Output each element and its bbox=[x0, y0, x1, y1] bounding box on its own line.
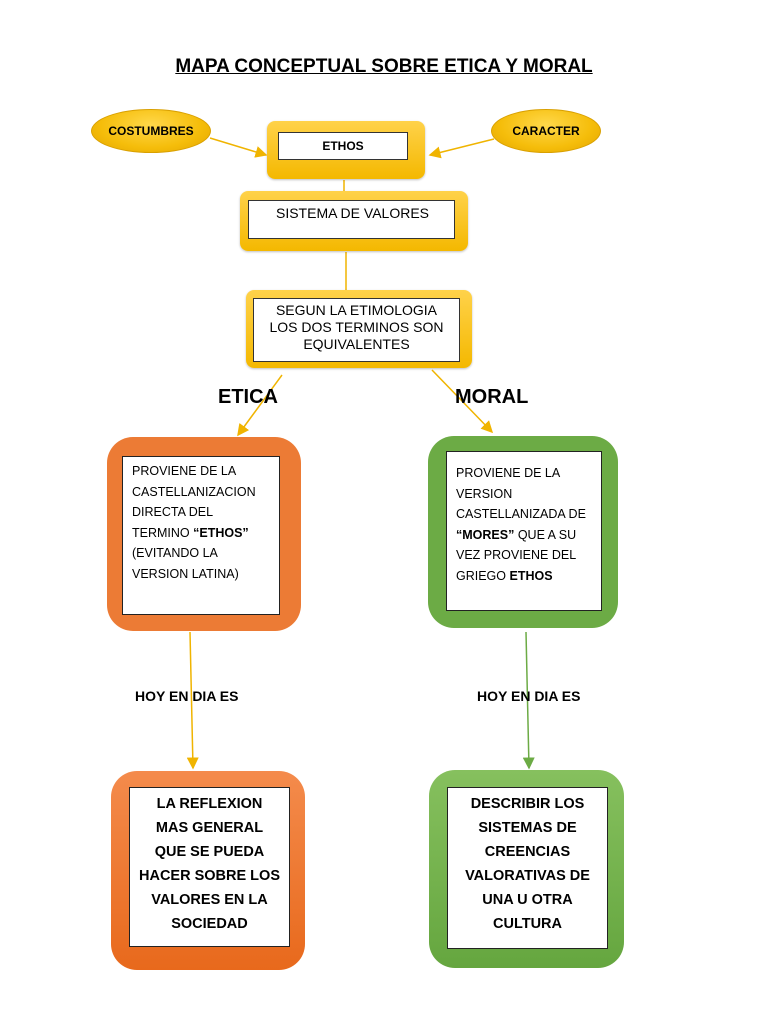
moral-line-3: CASTELLANIZADA DE bbox=[456, 507, 586, 521]
etimologia-line-1: SEGUN LA ETIMOLOGIA bbox=[275, 302, 438, 318]
etica-result-line-5: VALORES EN LA bbox=[151, 892, 268, 908]
moral-line-5: VEZ PROVIENE DEL bbox=[456, 548, 577, 562]
moral-result-line-4: VALORATIVAS DE bbox=[465, 868, 590, 884]
arrow-etica-result bbox=[186, 631, 199, 770]
ethos-inner: ETHOS bbox=[278, 132, 408, 160]
etica-line-1: PROVIENE DE LA bbox=[132, 464, 237, 478]
moral-result-line-5: UNA U OTRA bbox=[482, 892, 573, 908]
etica-box: PROVIENE DE LA CASTELLANIZACION DIRECTA … bbox=[107, 437, 301, 631]
moral-result-box: DESCRIBIR LOS SISTEMAS DE CREENCIAS VALO… bbox=[429, 770, 624, 968]
moral-result-line-3: CREENCIAS bbox=[484, 844, 571, 860]
etica-line-3: DIRECTA DEL bbox=[132, 505, 214, 519]
sistema-box: SISTEMA DE VALORES bbox=[240, 191, 468, 251]
moral-line-2: VERSION bbox=[456, 486, 513, 501]
moral-line-4: “MORES” QUE A SU bbox=[456, 527, 577, 542]
etica-result-text: LA REFLEXION MAS GENERAL QUE SE PUEDA HA… bbox=[129, 787, 290, 947]
etimologia-line-2: LOS DOS TERMINOS SON bbox=[269, 319, 444, 335]
etimologia-inner: SEGUN LA ETIMOLOGIA LOS DOS TERMINOS SON… bbox=[253, 298, 460, 362]
moral-label: MORAL bbox=[455, 386, 529, 408]
etica-line-5: (EVITANDO LA bbox=[132, 546, 218, 560]
etica-text: PROVIENE DE LA CASTELLANIZACION DIRECTA … bbox=[122, 456, 280, 615]
etica-result-line-3: QUE SE PUEDA bbox=[154, 844, 265, 860]
arrow-etimologia-etica bbox=[237, 374, 283, 437]
moral-line-6: GRIEGO ETHOS bbox=[456, 568, 553, 583]
moral-result-line-2: SISTEMAS DE bbox=[478, 820, 577, 836]
costumbres-oval: COSTUMBRES bbox=[91, 109, 211, 153]
etimologia-line-3: EQUIVALENTES bbox=[303, 336, 410, 352]
moral-result-text: DESCRIBIR LOS SISTEMAS DE CREENCIAS VALO… bbox=[447, 787, 608, 949]
sistema-label: SISTEMA DE VALORES bbox=[275, 205, 429, 221]
arrow-etimologia-moral bbox=[431, 369, 494, 434]
etica-result-line-4: HACER SOBRE LOS bbox=[139, 868, 280, 884]
diagram-title: MAPA CONCEPTUAL SOBRE ETICA Y MORAL bbox=[175, 56, 593, 77]
moral-result-line-6: CULTURA bbox=[493, 916, 562, 932]
etica-line-2: CASTELLANIZACION bbox=[132, 484, 256, 499]
etica-result-line-1: LA REFLEXION bbox=[156, 796, 263, 812]
arrow-caracter-ethos bbox=[428, 138, 495, 159]
etica-line-6: VERSION LATINA) bbox=[132, 566, 239, 581]
etica-hoy-label: HOY EN DIA ES bbox=[135, 688, 239, 704]
etica-label: ETICA bbox=[218, 386, 278, 408]
etica-result-line-2: MAS GENERAL bbox=[155, 820, 264, 836]
etimologia-box: SEGUN LA ETIMOLOGIA LOS DOS TERMINOS SON… bbox=[246, 290, 472, 368]
costumbres-label: COSTUMBRES bbox=[108, 124, 194, 138]
arrow-costumbres-ethos bbox=[209, 137, 268, 158]
moral-hoy-label: HOY EN DIA ES bbox=[477, 688, 581, 704]
moral-box: PROVIENE DE LA VERSION CASTELLANIZADA DE… bbox=[428, 436, 618, 628]
moral-text: PROVIENE DE LA VERSION CASTELLANIZADA DE… bbox=[446, 451, 602, 611]
moral-line-1: PROVIENE DE LA bbox=[456, 466, 561, 480]
etica-result-line-6: SOCIEDAD bbox=[171, 916, 248, 932]
etica-result-box: LA REFLEXION MAS GENERAL QUE SE PUEDA HA… bbox=[111, 771, 305, 970]
ethos-box: ETHOS bbox=[267, 121, 425, 179]
moral-result-line-1: DESCRIBIR LOS bbox=[470, 796, 585, 812]
etica-line-4: TERMINO “ETHOS” bbox=[132, 525, 249, 540]
ethos-label: ETHOS bbox=[322, 139, 364, 153]
arrow-moral-result bbox=[522, 631, 535, 770]
caracter-oval: CARACTER bbox=[491, 109, 601, 153]
sistema-inner: SISTEMA DE VALORES bbox=[248, 200, 455, 239]
caracter-label: CARACTER bbox=[512, 124, 580, 138]
